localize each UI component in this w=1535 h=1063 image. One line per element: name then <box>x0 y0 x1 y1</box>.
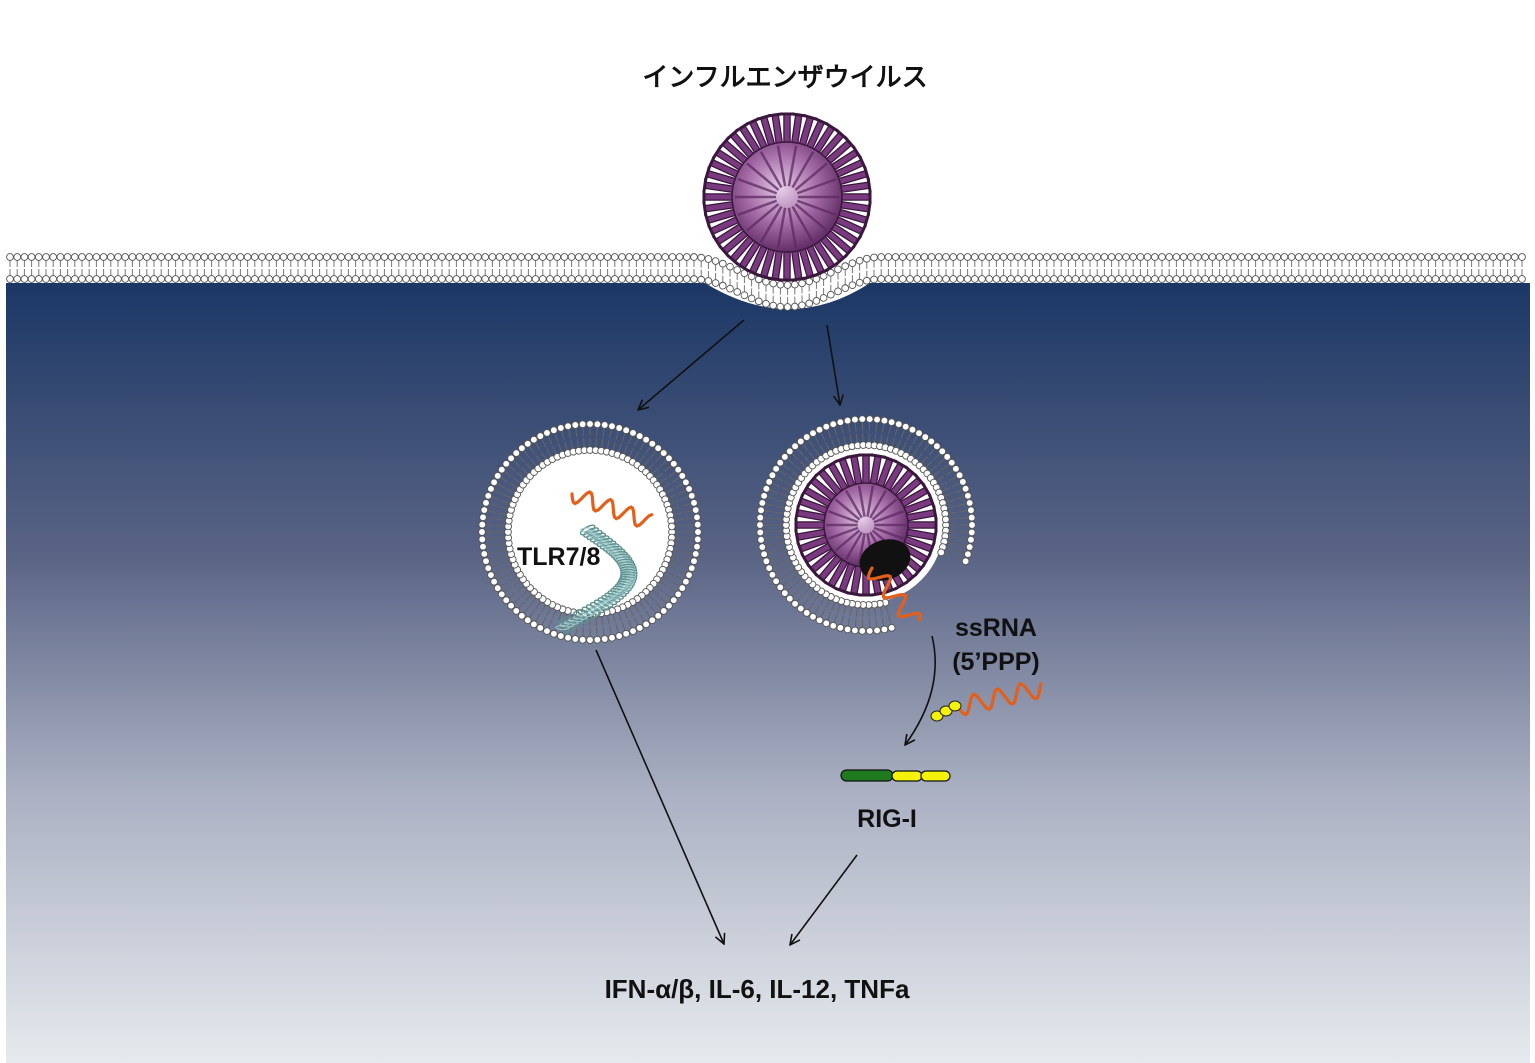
plasma-membrane <box>6 253 1526 311</box>
triphosphate-icon <box>930 700 962 722</box>
rna-strand-endosome <box>570 490 654 528</box>
arrow-rigi-to-cytokines <box>790 854 858 945</box>
cytoplasm <box>6 283 1530 1063</box>
tlr-label: TLR7/8 <box>517 543 600 571</box>
arrow-to-tlr-endosome <box>638 319 745 410</box>
tlr-receptor-icon <box>555 524 638 635</box>
ssrna-label: ssRNA <box>955 614 1037 642</box>
virus-title: インフルエンザウイルス <box>642 62 927 92</box>
rig-i-label: RIG-I <box>857 805 917 833</box>
arrow-to-virus-endosome <box>826 324 840 405</box>
influenza-virus-icon <box>702 112 872 282</box>
pathway-arrows <box>595 319 936 945</box>
endosome-virus <box>756 415 976 635</box>
cytokines-label: IFN-α/β, IL-6, IL-12, TNFa <box>605 974 910 1004</box>
arrow-ssrna-to-rigi <box>905 635 936 745</box>
rna-strand-released <box>866 566 923 622</box>
ppp-label: (5’PPP) <box>952 648 1040 676</box>
rna-strand-free <box>956 681 1043 717</box>
arrow-tlr-to-cytokines <box>595 649 724 944</box>
rig-i-icon <box>840 769 951 782</box>
